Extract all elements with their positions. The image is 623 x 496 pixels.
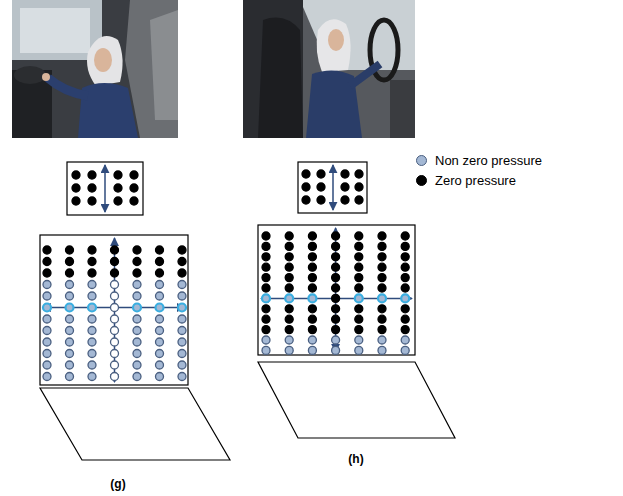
pressure-grid (298, 162, 367, 213)
figure-label: (h) (348, 452, 363, 466)
legend-entry: Zero pressure (416, 170, 542, 190)
legend-swatch (416, 175, 427, 186)
figure-label: (g) (110, 477, 125, 491)
driver-photo (12, 0, 178, 138)
legend-text: Zero pressure (435, 173, 516, 188)
pressure-grid (258, 225, 415, 355)
pressure-grid (67, 162, 143, 215)
legend-swatch (416, 155, 427, 166)
legend: Non zero pressureZero pressure (416, 150, 542, 190)
pressure-grid (40, 235, 188, 385)
legend-text: Non zero pressure (435, 153, 542, 168)
seat-outline (258, 362, 455, 438)
driver-photo (243, 0, 415, 138)
legend-entry: Non zero pressure (416, 150, 542, 170)
seat-outline (40, 388, 230, 460)
